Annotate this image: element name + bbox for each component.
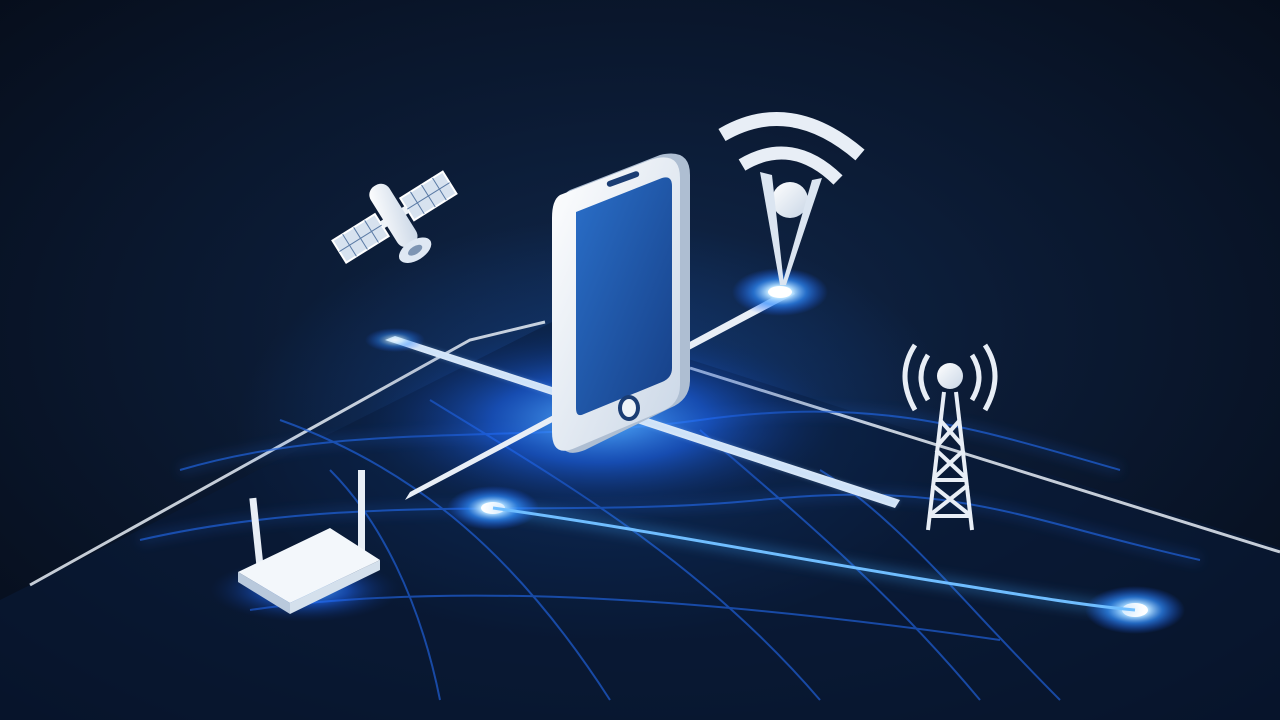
wifi-pin-icon	[718, 112, 865, 285]
smartphone-icon	[552, 153, 690, 453]
glow-node-icon	[365, 328, 425, 352]
glow-node-icon	[732, 268, 828, 316]
satellite-icon	[331, 170, 458, 264]
router-icon	[210, 470, 400, 622]
cell-tower-icon	[902, 343, 998, 531]
